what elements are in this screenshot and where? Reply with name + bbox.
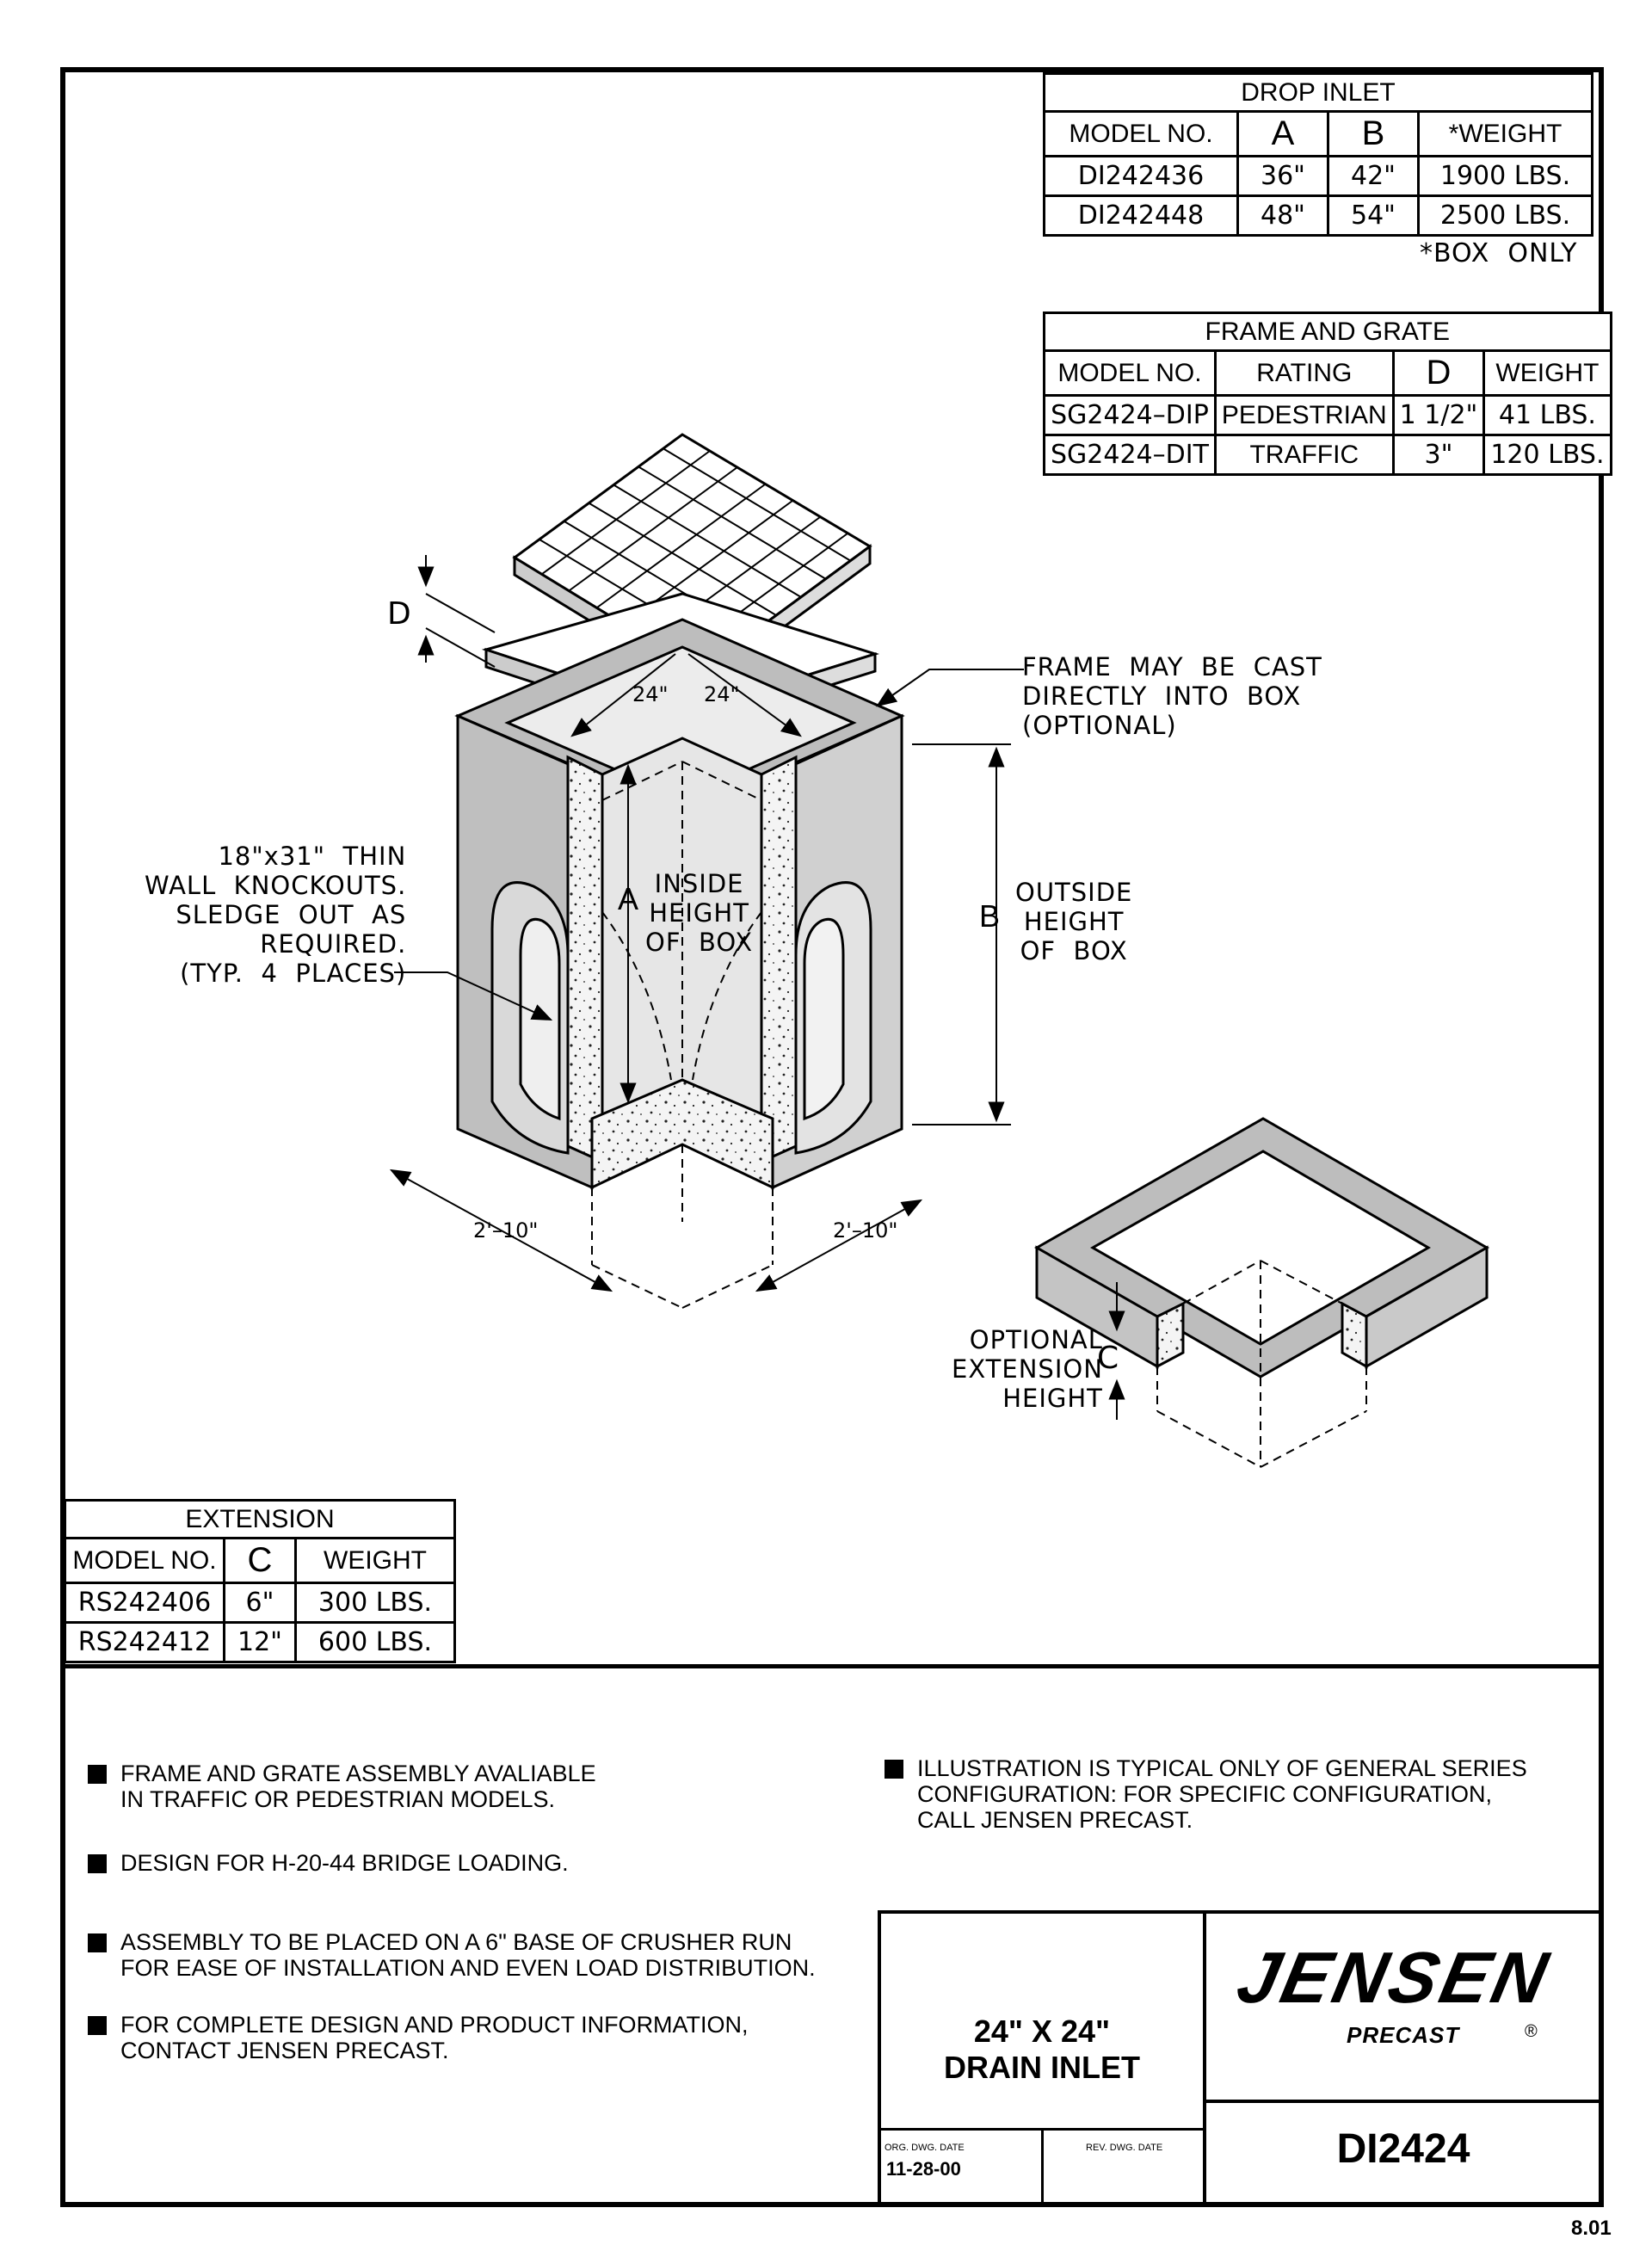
- note-contact: FOR COMPLETE DESIGN AND PRODUCT INFORMAT…: [88, 2012, 749, 2063]
- d-extension-line: [425, 627, 496, 668]
- note-base: ASSEMBLY TO BE PLACED ON A 6" BASE OF CR…: [88, 1929, 816, 1981]
- cell: 6": [223, 1582, 297, 1624]
- org-date: 11-28-00: [886, 2158, 961, 2180]
- cell: 1 1/2": [1391, 394, 1486, 436]
- dim-24-right: 24": [704, 682, 740, 706]
- frame-grate-table: FRAME AND GRATE MODEL NO. RATING D WEIGH…: [1043, 311, 1612, 476]
- cell: 41 LBS.: [1482, 394, 1612, 436]
- cell: 2500 LBS.: [1417, 194, 1593, 237]
- header-c: C: [223, 1537, 297, 1584]
- frame-note: FRAME MAY BE CAST DIRECTLY INTO BOX (OPT…: [1022, 652, 1322, 740]
- cell: DI242436: [1043, 155, 1239, 197]
- header-weight: WEIGHT: [1482, 349, 1612, 397]
- header-model-no: MODEL NO.: [64, 1537, 225, 1584]
- cell: 54": [1327, 194, 1420, 237]
- dim-base-right-arrow: [755, 1199, 923, 1292]
- extension-ring: [1033, 1117, 1490, 1378]
- table-row: DI242448 48" 54" 2500 LBS.: [1043, 194, 1593, 237]
- cell: 12": [223, 1621, 297, 1663]
- header-model-no: MODEL NO.: [1043, 110, 1239, 157]
- b-label: B: [979, 898, 1002, 934]
- header-weight: *WEIGHT: [1417, 110, 1593, 157]
- extension-note: OPTIONAL EXTENSION HEIGHT: [952, 1325, 1103, 1413]
- inside-height-label: INSIDE HEIGHT OF BOX: [645, 869, 754, 957]
- knockout-right: [794, 881, 872, 1155]
- dim-base-left: 2'–10": [473, 1218, 538, 1243]
- rev-date-cell: [1041, 2128, 1206, 2207]
- title-line-1: 24" X 24": [973, 2014, 1111, 2049]
- rev-date-label: REV. DWG. DATE: [1086, 2143, 1163, 2153]
- header-weight: WEIGHT: [294, 1537, 456, 1584]
- cell: 600 LBS.: [294, 1621, 456, 1663]
- a-label: A: [618, 881, 640, 916]
- dim-24-left-arrow: [570, 653, 676, 737]
- cell: SG2424–DIP: [1043, 394, 1217, 436]
- drawing-number: DI2424: [1336, 2126, 1470, 2172]
- notes-divider: [60, 1664, 1604, 1668]
- cell: 48": [1236, 194, 1329, 237]
- cell: DI242448: [1043, 194, 1239, 237]
- knockout-left: [490, 881, 570, 1155]
- table-row: SG2424–DIP PEDESTRIAN 1 1/2" 41 LBS.: [1043, 394, 1612, 436]
- outside-height-label: OUTSIDE HEIGHT OF BOX: [1015, 878, 1133, 965]
- cell: RS242412: [64, 1621, 225, 1663]
- table-row: DI242436 36" 42" 1900 LBS.: [1043, 155, 1593, 197]
- page-number: 8.01: [1571, 2217, 1612, 2240]
- extension-title: EXTENSION: [64, 1499, 456, 1539]
- header-a: A: [1236, 110, 1329, 157]
- knockout-note: 18"x31" THIN WALL KNOCKOUTS. SLEDGE OUT …: [145, 842, 407, 988]
- cell: SG2424–DIT: [1043, 434, 1217, 476]
- drop-inlet-title: DROP INLET: [1043, 72, 1593, 113]
- table-row: RS242406 6" 300 LBS.: [64, 1582, 456, 1624]
- dim-24-left: 24": [632, 682, 669, 706]
- header-b: B: [1327, 110, 1420, 157]
- cell: 36": [1236, 155, 1329, 197]
- cell: 300 LBS.: [294, 1582, 456, 1624]
- precast-logo-text: PRECAST: [1347, 2022, 1460, 2048]
- d-label: D: [387, 596, 411, 632]
- drawing-no-cell: [1203, 2100, 1604, 2207]
- dim-24-right-arrow: [687, 653, 802, 737]
- dim-base-left-arrow: [389, 1169, 613, 1292]
- table-row: SG2424–DIT TRAFFIC 3" 120 LBS.: [1043, 434, 1612, 476]
- note-bridge-loading: DESIGN FOR H-20-44 BRIDGE LOADING.: [88, 1850, 569, 1876]
- cell: 42": [1327, 155, 1420, 197]
- note-frame-grate: FRAME AND GRATE ASSEMBLY AVALIABLE IN TR…: [88, 1761, 596, 1812]
- cell: RS242406: [64, 1582, 225, 1624]
- drawing-border: [60, 67, 1604, 2207]
- header-model-no: MODEL NO.: [1043, 349, 1217, 397]
- extension-hidden-lines: [1156, 1260, 1367, 1468]
- cell: PEDESTRIAN: [1213, 394, 1395, 436]
- drop-inlet-table: DROP INLET MODEL NO. A B *WEIGHT DI24243…: [1043, 72, 1593, 237]
- box-only-footnote: *BOX ONLY: [1420, 238, 1578, 268]
- d-extension-line: [425, 593, 496, 633]
- c-label: C: [1097, 1341, 1119, 1376]
- frame-grate-title: FRAME AND GRATE: [1043, 311, 1612, 352]
- header-d: D: [1391, 349, 1486, 397]
- registered-mark: ®: [1525, 2022, 1538, 2041]
- table-row: RS242412 12" 600 LBS.: [64, 1621, 456, 1663]
- frame-note-leader: [876, 669, 1024, 707]
- title-line-2: DRAIN INLET: [944, 2050, 1140, 2085]
- cell: 3": [1391, 434, 1486, 476]
- drain-inlet-drawing: D 24" 24" 2'–10" 2'–10": [387, 433, 1490, 1468]
- dim-base-right: 2'–10": [833, 1218, 897, 1243]
- knockout-note-leader: [394, 971, 553, 1021]
- header-rating: RATING: [1213, 349, 1395, 397]
- cell: 120 LBS.: [1482, 434, 1612, 476]
- jensen-logo: JENSEN: [1230, 1937, 1558, 2018]
- cell: 1900 LBS.: [1417, 155, 1593, 197]
- cell: TRAFFIC: [1213, 434, 1395, 476]
- extension-table: EXTENSION MODEL NO. C WEIGHT RS242406 6"…: [64, 1499, 456, 1663]
- note-illustration: ILLUSTRATION IS TYPICAL ONLY OF GENERAL …: [885, 1755, 1527, 1833]
- org-date-label: ORG. DWG. DATE: [885, 2143, 965, 2153]
